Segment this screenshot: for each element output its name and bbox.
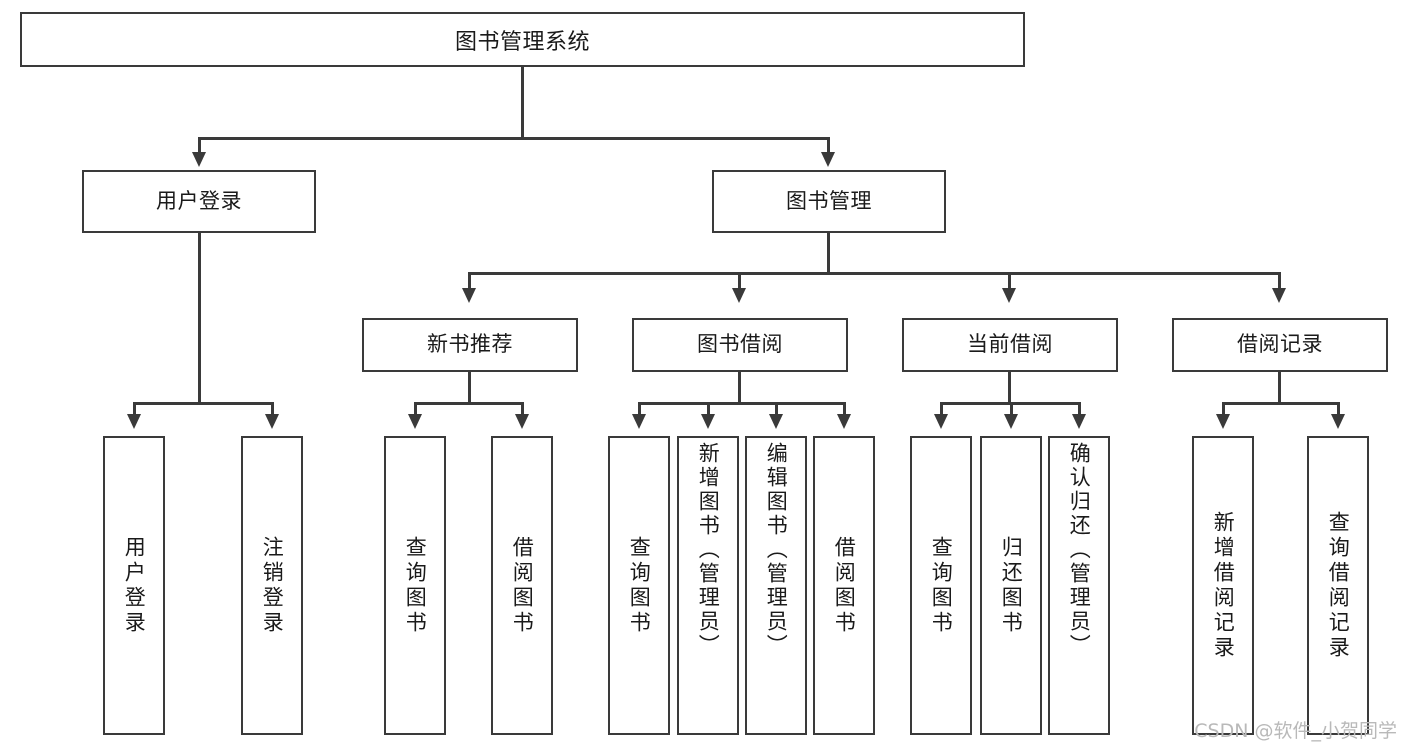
connector-record-stem — [1278, 372, 1281, 405]
node-root-label: 图书管理系统 — [454, 29, 590, 55]
node-book-management[interactable]: 图书管理 — [712, 170, 946, 233]
arrowhead-root-to-login — [192, 152, 206, 167]
connector-bookmgmt-bus — [468, 272, 1280, 275]
node-book-management-label: 图书管理 — [786, 188, 872, 213]
connector-current-to-leaf2 — [1010, 402, 1013, 414]
connector-record-to-leaf1 — [1222, 402, 1225, 414]
arrowhead-login-to-leaf2 — [265, 414, 279, 429]
connector-bookmgmt-stem — [827, 233, 830, 274]
leaf-logout[interactable]: 注销登录 — [241, 436, 303, 735]
connector-current-to-leaf3 — [1078, 402, 1081, 414]
arrowhead-newbook-to-leaf1 — [408, 414, 422, 429]
leaf-query-borrow-record[interactable]: 查询借阅记录 — [1307, 436, 1369, 735]
arrowhead-current-to-leaf2 — [1004, 414, 1018, 429]
node-root[interactable]: 图书管理系统 — [20, 12, 1025, 67]
leaf-borrow-book-borrow-label: 借阅图书 — [832, 535, 857, 636]
arrowhead-record-to-leaf1 — [1216, 414, 1230, 429]
connector-login-to-leaf1 — [133, 402, 136, 414]
leaf-edit-book-admin-label: 编辑图书（管理员） — [764, 442, 789, 658]
connector-bookmgmt-to-record — [1278, 272, 1281, 288]
connector-login-stem — [198, 233, 201, 405]
leaf-query-book-current-label: 查询图书 — [929, 535, 954, 636]
arrowhead-borrow-to-leaf4 — [837, 414, 851, 429]
node-current-borrow[interactable]: 当前借阅 — [902, 318, 1118, 372]
leaf-borrow-book-newbook-label: 借阅图书 — [510, 535, 535, 636]
arrowhead-login-to-leaf1 — [127, 414, 141, 429]
node-current-borrow-label: 当前借阅 — [967, 332, 1053, 357]
connector-newbook-bus — [414, 402, 524, 405]
connector-bookmgmt-to-new — [468, 272, 471, 288]
node-borrow-record-label: 借阅记录 — [1237, 332, 1323, 357]
leaf-query-book-newbook-label: 查询图书 — [403, 535, 428, 636]
leaf-query-book-borrow[interactable]: 查询图书 — [608, 436, 670, 735]
connector-record-to-leaf2 — [1337, 402, 1340, 414]
node-book-borrow[interactable]: 图书借阅 — [632, 318, 848, 372]
connector-newbook-to-leaf2 — [521, 402, 524, 414]
arrowhead-current-to-leaf1 — [934, 414, 948, 429]
leaf-query-book-current[interactable]: 查询图书 — [910, 436, 972, 735]
arrowhead-bookmgmt-to-current — [1002, 288, 1016, 303]
leaf-return-book[interactable]: 归还图书 — [980, 436, 1042, 735]
leaf-return-book-label: 归还图书 — [999, 535, 1024, 636]
connector-current-to-leaf1 — [940, 402, 943, 414]
leaf-query-borrow-record-label: 查询借阅记录 — [1326, 510, 1351, 661]
connector-borrow-to-leaf1 — [638, 402, 641, 414]
arrowhead-current-to-leaf3 — [1072, 414, 1086, 429]
connector-root-bus — [198, 137, 830, 140]
arrowhead-borrow-to-leaf3 — [769, 414, 783, 429]
leaf-logout-label: 注销登录 — [260, 535, 285, 636]
connector-login-bus — [133, 402, 271, 405]
node-user-login-label: 用户登录 — [156, 188, 242, 213]
connector-borrow-to-leaf4 — [843, 402, 846, 414]
connector-root-to-bookmgmt — [827, 137, 830, 154]
node-new-book-recommend-label: 新书推荐 — [427, 332, 513, 357]
leaf-borrow-book-newbook[interactable]: 借阅图书 — [491, 436, 553, 735]
connector-borrow-to-leaf2 — [707, 402, 710, 414]
leaf-query-book-newbook[interactable]: 查询图书 — [384, 436, 446, 735]
leaf-confirm-return-admin-label: 确认归还（管理员） — [1067, 442, 1092, 658]
leaf-confirm-return-admin[interactable]: 确认归还（管理员） — [1048, 436, 1110, 735]
leaf-add-book-admin[interactable]: 新增图书（管理员） — [677, 436, 739, 735]
connector-newbook-to-leaf1 — [414, 402, 417, 414]
leaf-add-book-admin-label: 新增图书（管理员） — [696, 442, 721, 658]
node-book-borrow-label: 图书借阅 — [697, 332, 783, 357]
leaf-user-login[interactable]: 用户登录 — [103, 436, 165, 735]
node-user-login[interactable]: 用户登录 — [82, 170, 316, 233]
leaf-edit-book-admin[interactable]: 编辑图书（管理员） — [745, 436, 807, 735]
connector-newbook-stem — [468, 372, 471, 405]
arrowhead-record-to-leaf2 — [1331, 414, 1345, 429]
csdn-watermark: CSDN @软件_小贺同学 — [1194, 720, 1397, 742]
connector-root-stem — [521, 67, 524, 139]
connector-bookmgmt-to-borrow — [738, 272, 741, 288]
connector-borrow-to-leaf3 — [775, 402, 778, 414]
connector-bookmgmt-to-current — [1008, 272, 1011, 288]
arrowhead-bookmgmt-to-new — [462, 288, 476, 303]
arrowhead-borrow-to-leaf1 — [632, 414, 646, 429]
leaf-add-borrow-record[interactable]: 新增借阅记录 — [1192, 436, 1254, 735]
node-new-book-recommend[interactable]: 新书推荐 — [362, 318, 578, 372]
connector-record-bus — [1222, 402, 1340, 405]
arrowhead-borrow-to-leaf2 — [701, 414, 715, 429]
arrowhead-bookmgmt-to-record — [1272, 288, 1286, 303]
connector-login-to-leaf2 — [271, 402, 274, 414]
node-borrow-record[interactable]: 借阅记录 — [1172, 318, 1388, 372]
leaf-add-borrow-record-label: 新增借阅记录 — [1211, 510, 1236, 661]
connector-borrow-stem — [738, 372, 741, 405]
arrowhead-root-to-bookmgmt — [821, 152, 835, 167]
leaf-query-book-borrow-label: 查询图书 — [627, 535, 652, 636]
arrowhead-bookmgmt-to-borrow — [732, 288, 746, 303]
connector-current-stem — [1008, 372, 1011, 405]
arrowhead-newbook-to-leaf2 — [515, 414, 529, 429]
leaf-borrow-book-borrow[interactable]: 借阅图书 — [813, 436, 875, 735]
connector-borrow-bus — [638, 402, 846, 405]
connector-root-to-login — [198, 137, 201, 154]
leaf-user-login-label: 用户登录 — [122, 535, 147, 636]
